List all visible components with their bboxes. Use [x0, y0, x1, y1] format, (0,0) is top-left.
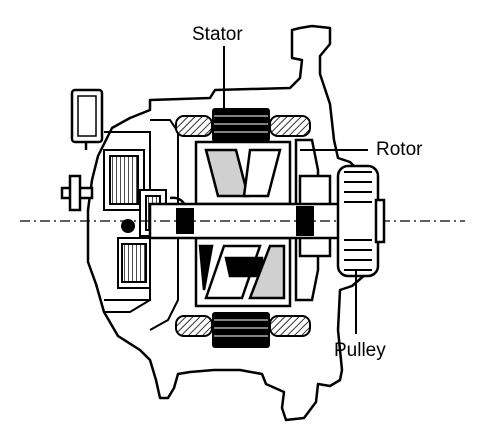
stator-windings [175, 115, 311, 337]
rotor-claw-poles [194, 140, 292, 308]
rotor-label: Rotor [376, 139, 423, 160]
terminal-connector [70, 88, 104, 150]
rectifier-regulator-assembly [103, 119, 179, 331]
stator-core [212, 108, 270, 348]
stator-label: Stator [192, 24, 243, 45]
pulley [336, 164, 386, 278]
rotor-shaft [20, 202, 465, 240]
b-terminal-stud [60, 174, 94, 212]
leader-lines [223, 46, 368, 334]
pulley-label: Pulley [334, 340, 386, 361]
